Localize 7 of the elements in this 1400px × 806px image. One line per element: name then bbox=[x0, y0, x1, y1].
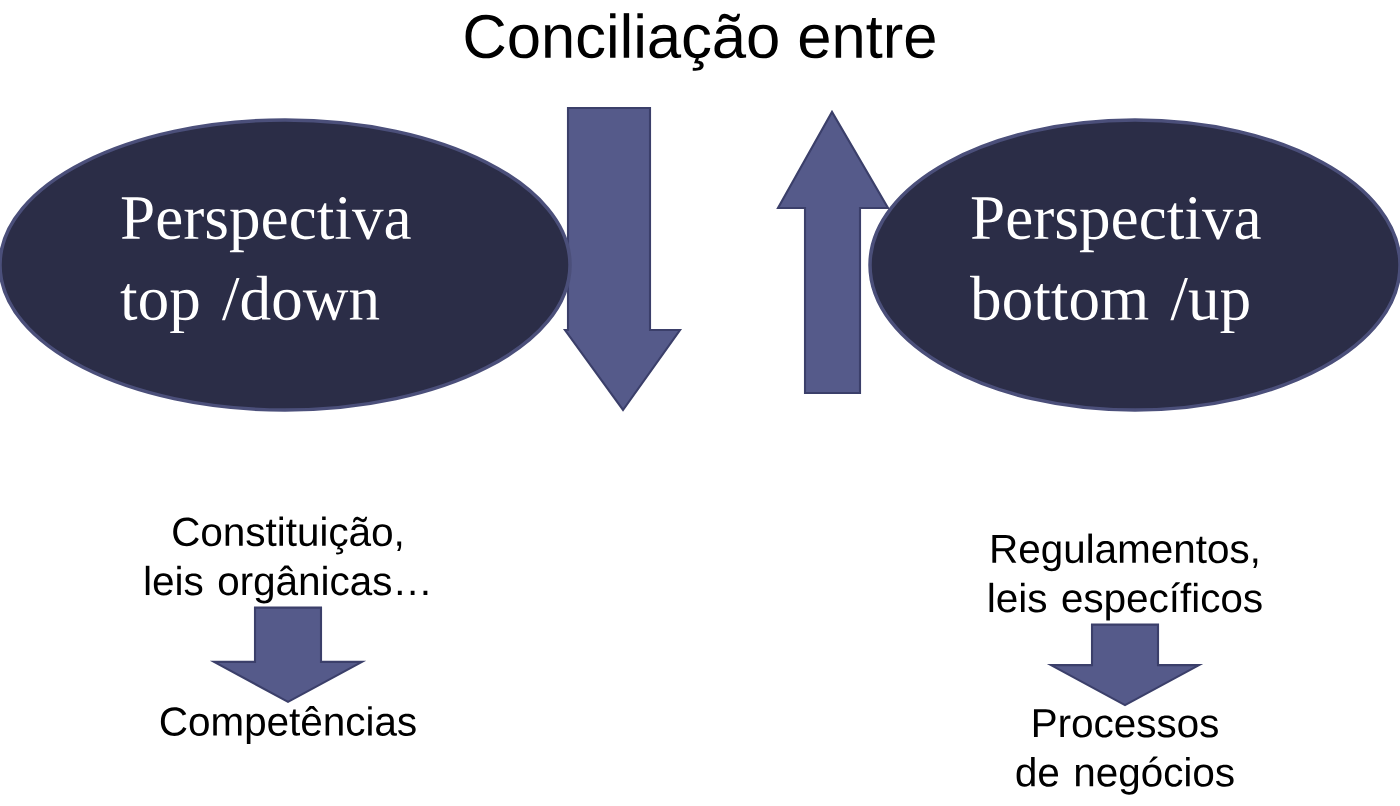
text-label: Constituição, leis orgânicas… bbox=[145, 516, 428, 604]
text-label: Competências bbox=[160, 706, 416, 744]
text-label: Processos de negócios bbox=[1016, 709, 1234, 795]
text-label: Regulamentos, leis específicos bbox=[989, 533, 1262, 621]
block-arrow bbox=[1046, 623, 1204, 707]
title: Conciliação entre bbox=[465, 13, 935, 71]
block-arrow bbox=[209, 606, 367, 704]
